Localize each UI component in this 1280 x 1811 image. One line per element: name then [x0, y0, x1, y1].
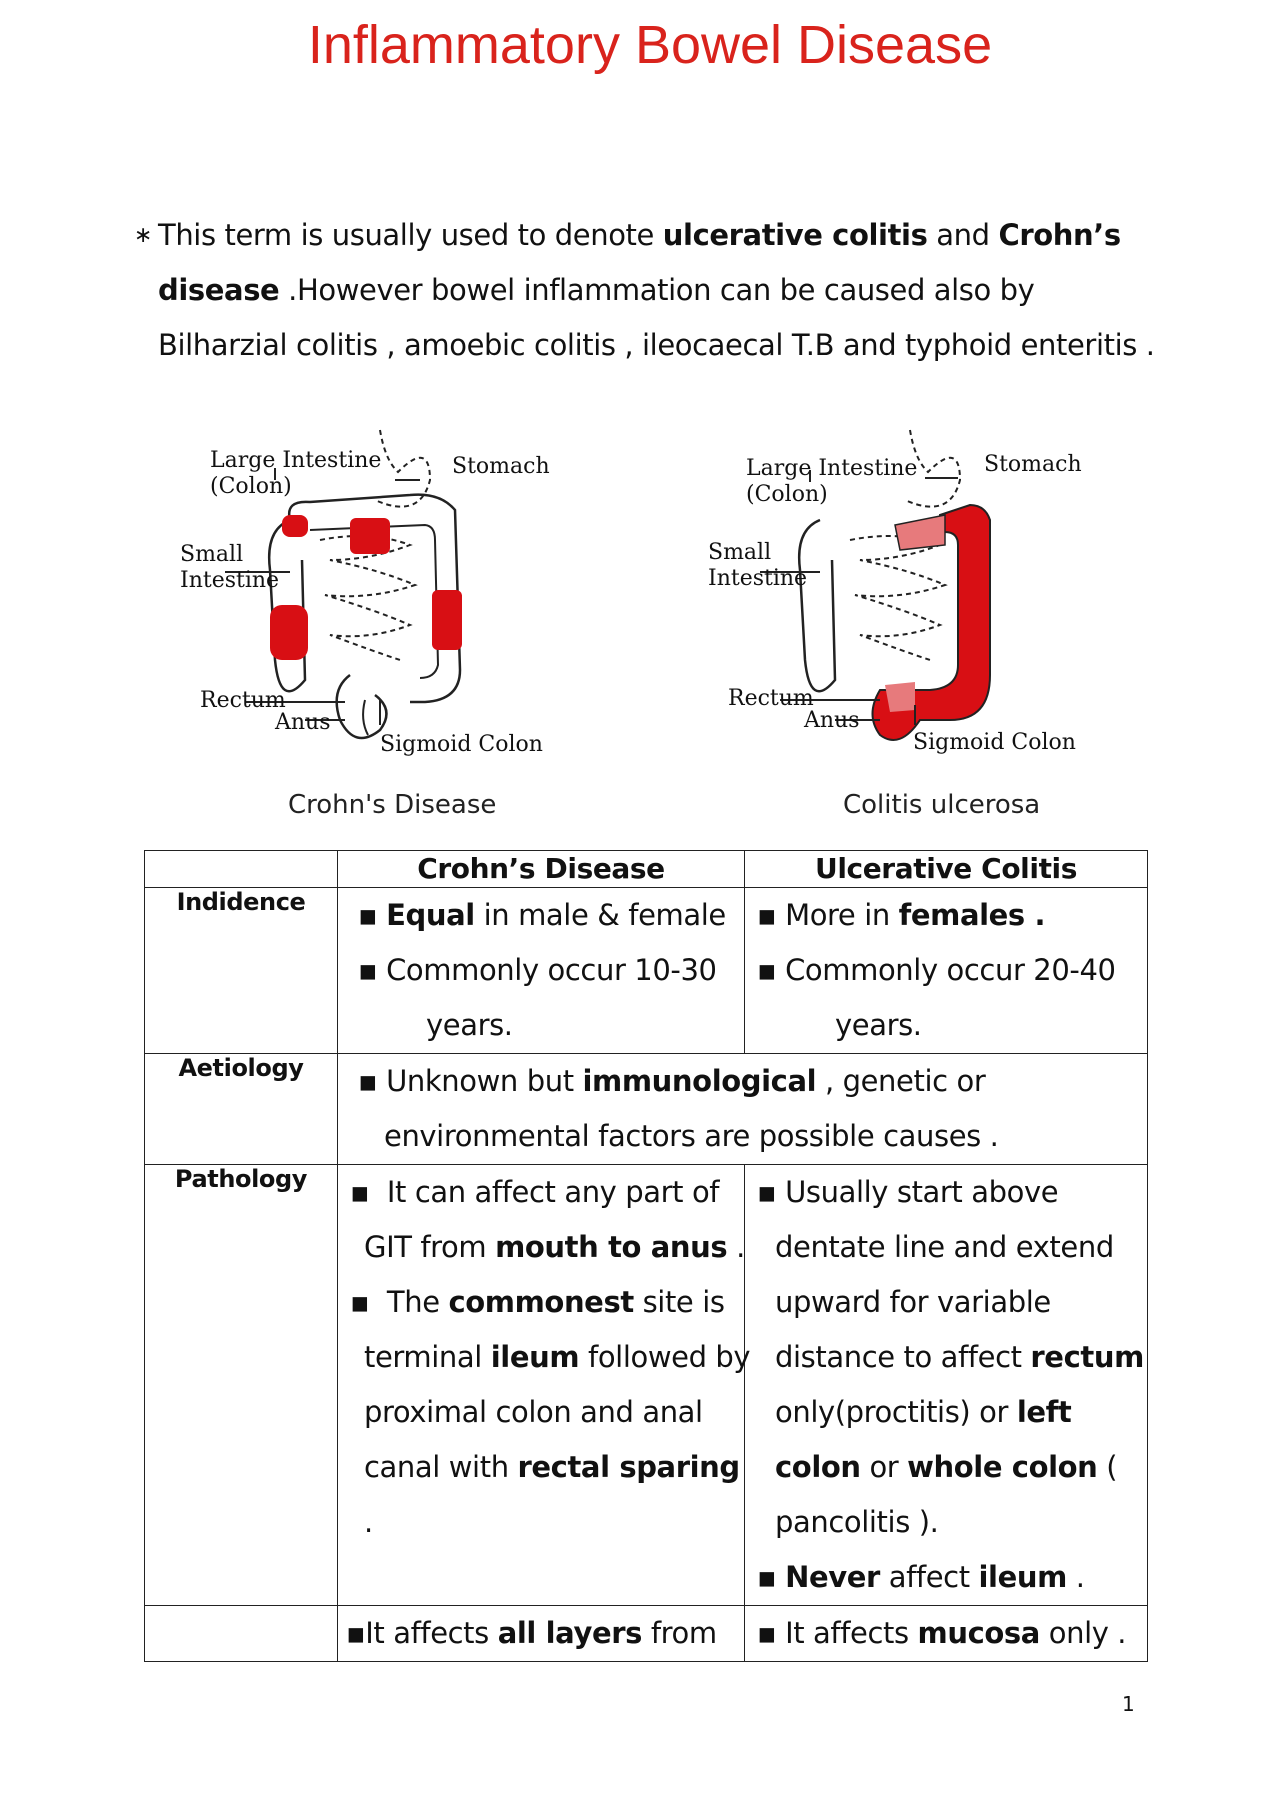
cell-crohns-incidence: ▪ Equal in male & female ▪ Commonly occu… [337, 887, 745, 1054]
colitis-intestine-illustration [760, 429, 991, 741]
label-small: Small [180, 542, 244, 567]
cell-uc-layers: ▪ It affects mucosa only . [744, 1605, 1148, 1662]
cell-uc-pathology: ▪ Usually start above dentate line and e… [744, 1164, 1148, 1606]
label-stomach: Stomach [984, 452, 1082, 477]
label-large-intestine: Large Intestine [210, 448, 382, 473]
label-sigmoid-colon: Sigmoid Colon [913, 730, 1076, 755]
label-intestine: Intestine [180, 568, 280, 593]
row-label-aetiology: Aetiology [144, 1053, 338, 1165]
label-stomach: Stomach [452, 454, 550, 479]
comparison-table: Crohn’s Disease Ulcerative Colitis Indid… [144, 850, 1148, 1662]
intro-paragraph: ∗ This term is usually used to denote ul… [134, 208, 1158, 373]
page-number: 1 [1122, 1692, 1135, 1716]
label-anus: Anus [804, 708, 860, 733]
page-title: Inflammatory Bowel Disease [307, 15, 993, 75]
table-row-incidence: Indidence ▪ Equal in male & female ▪ Com… [144, 887, 1148, 1054]
cell-crohns-layers: ▪It affects all layers from [337, 1605, 745, 1662]
intro-bullet: ∗ [134, 223, 153, 248]
cell-aetiology: ▪ Unknown but immunological , genetic or… [337, 1053, 1148, 1165]
label-intestine: Intestine [708, 566, 808, 591]
label-colon: (Colon) [746, 482, 828, 507]
table-row-aetiology: Aetiology ▪ Unknown but immunological , … [144, 1053, 1148, 1165]
caption-colitis: Colitis ulcerosa [843, 790, 1041, 820]
label-anus: Anus [275, 710, 331, 735]
label-rectum: Rectum [200, 688, 286, 713]
row-label-pathology: Pathology [144, 1164, 338, 1606]
table-header-row: Crohn’s Disease Ulcerative Colitis [144, 850, 1148, 888]
caption-crohns: Crohn's Disease [288, 790, 497, 820]
label-sigmoid-colon: Sigmoid Colon [380, 732, 543, 757]
label-colon: (Colon) [210, 474, 292, 499]
crohns-intestine-illustration [225, 429, 462, 740]
row-label-incidence: Indidence [144, 887, 338, 1054]
label-rectum: Rectum [728, 686, 814, 711]
label-large-intestine: Large Intestine [746, 456, 918, 481]
cell-uc-incidence: ▪ More in females . ▪ Commonly occur 20-… [744, 887, 1148, 1054]
row-label-empty [144, 1605, 338, 1662]
table-row-pathology: Pathology ▪ It can affect any part of GI… [144, 1164, 1148, 1606]
label-small: Small [708, 540, 772, 565]
header-crohns: Crohn’s Disease [337, 850, 745, 888]
header-ulcerative-colitis: Ulcerative Colitis [744, 850, 1148, 888]
table-row-layers: ▪It affects all layers from ▪ It affects… [144, 1605, 1148, 1662]
crohns-diagram: Large Intestine (Colon) Stomach Small In… [170, 420, 630, 780]
colitis-diagram: Large Intestine (Colon) Stomach Small In… [700, 420, 1160, 780]
cell-crohns-pathology: ▪ It can affect any part of GIT from mou… [337, 1164, 751, 1606]
header-empty [144, 850, 338, 888]
